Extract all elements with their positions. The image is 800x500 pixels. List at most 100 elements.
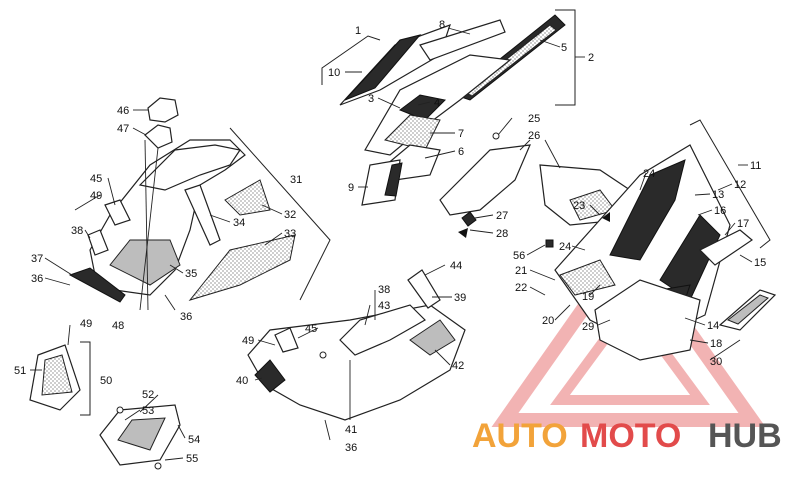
part-42-edge xyxy=(409,319,456,356)
callout-7: 7 xyxy=(458,128,464,140)
callout-20: 20 xyxy=(542,315,554,327)
group-brackets xyxy=(29,344,181,466)
callout-23: 23 xyxy=(573,200,585,212)
part-1-panel xyxy=(344,34,422,101)
lead-35 xyxy=(169,264,184,274)
callout-50: 50 xyxy=(100,375,112,387)
callout-49b: 49 xyxy=(80,318,92,330)
part-13-graphic xyxy=(609,159,686,261)
lead-48b xyxy=(139,147,159,311)
callout-5: 5 xyxy=(561,42,567,54)
lead-49b xyxy=(67,324,71,346)
lead-49 xyxy=(74,194,101,211)
callout-32: 32 xyxy=(284,209,296,221)
lead-32 xyxy=(261,204,283,215)
bracket-1 xyxy=(321,35,381,85)
part-40-front xyxy=(254,359,286,393)
part-37-trim xyxy=(68,267,126,303)
callout-22: 22 xyxy=(515,282,527,294)
watermark-word-hub: HUB xyxy=(708,417,782,455)
lead-26b xyxy=(544,139,561,169)
callout-25: 25 xyxy=(528,113,540,125)
lead-27 xyxy=(474,214,494,219)
lead-52 xyxy=(139,394,159,413)
lead-26 xyxy=(519,139,531,151)
callout-38a: 38 xyxy=(71,225,83,237)
group-side-panels xyxy=(339,14,566,206)
lead-55 xyxy=(164,457,184,461)
lead-3 xyxy=(377,97,401,109)
part-32-decal xyxy=(224,179,271,216)
callout-44: 44 xyxy=(450,260,462,272)
callout-18: 18 xyxy=(710,338,722,350)
callout-29: 29 xyxy=(582,321,594,333)
lead-36a xyxy=(44,277,71,286)
callout-14: 14 xyxy=(707,320,719,332)
lead-19 xyxy=(589,284,601,296)
lead-4 xyxy=(417,101,431,106)
part-27-clip xyxy=(461,211,477,227)
callout-9: 9 xyxy=(348,182,354,194)
bracket-2 xyxy=(555,9,576,106)
lead-12 xyxy=(717,183,733,191)
clip-28 xyxy=(458,228,468,238)
callout-33: 33 xyxy=(284,228,296,240)
callout-27: 27 xyxy=(496,210,508,222)
callout-41: 41 xyxy=(345,424,357,436)
part-45-clip xyxy=(104,199,131,226)
callout-45a: 45 xyxy=(90,173,102,185)
part-45-clip-b xyxy=(274,327,299,353)
callout-49a: 49 xyxy=(90,190,102,202)
part-51-shade xyxy=(41,354,73,396)
group-dash xyxy=(439,144,631,248)
part-19-grille xyxy=(559,259,616,296)
lead-16 xyxy=(697,209,713,216)
part-44-mount xyxy=(407,269,441,309)
callout-47: 47 xyxy=(117,123,129,135)
lead-47 xyxy=(132,127,147,136)
lead-43 xyxy=(364,304,371,326)
callout-16: 16 xyxy=(714,205,726,217)
callout-40: 40 xyxy=(236,375,248,387)
part-46-bezel xyxy=(147,97,179,123)
bracket-50 xyxy=(80,341,91,416)
hardware xyxy=(116,132,610,470)
callout-53: 53 xyxy=(142,405,154,417)
callout-1: 1 xyxy=(355,25,361,37)
callout-35: 35 xyxy=(185,268,197,280)
part-belly-pan xyxy=(247,304,466,421)
callout-45b: 45 xyxy=(305,323,317,335)
watermark-word-moto: MOTO xyxy=(580,417,681,455)
group-nose xyxy=(554,144,777,361)
lead-28 xyxy=(469,229,494,234)
callout-51: 51 xyxy=(14,365,26,377)
callout-31: 31 xyxy=(290,174,302,186)
callout-36a: 36 xyxy=(31,273,43,285)
lead-8 xyxy=(447,27,471,35)
callout-2: 2 xyxy=(588,52,594,64)
lead-54 xyxy=(177,424,186,439)
callout-3: 3 xyxy=(368,93,374,105)
lead-6 xyxy=(424,150,456,159)
callout-55: 55 xyxy=(186,453,198,465)
lead-34 xyxy=(209,214,231,223)
callout-52: 52 xyxy=(142,389,154,401)
watermark-word-auto: AUTO xyxy=(472,417,568,455)
callout-48: 48 xyxy=(112,320,124,332)
callout-46: 46 xyxy=(117,105,129,117)
lead-56 xyxy=(526,244,546,256)
lead-21 xyxy=(529,269,556,281)
lead-45 xyxy=(107,177,116,206)
group-hood xyxy=(68,97,296,303)
lead-44 xyxy=(424,264,446,276)
lead-17 xyxy=(724,222,736,236)
callout-38b: 38 xyxy=(378,284,390,296)
lead-24b xyxy=(571,245,586,251)
lead-29 xyxy=(597,319,611,326)
callout-10: 10 xyxy=(328,67,340,79)
lead-49c xyxy=(257,339,276,346)
lead-36c xyxy=(324,419,331,441)
part-15-vent-inner xyxy=(727,294,769,325)
watermark-text: AUTO MOTO HUB xyxy=(472,417,782,455)
lead-24a xyxy=(639,172,647,191)
